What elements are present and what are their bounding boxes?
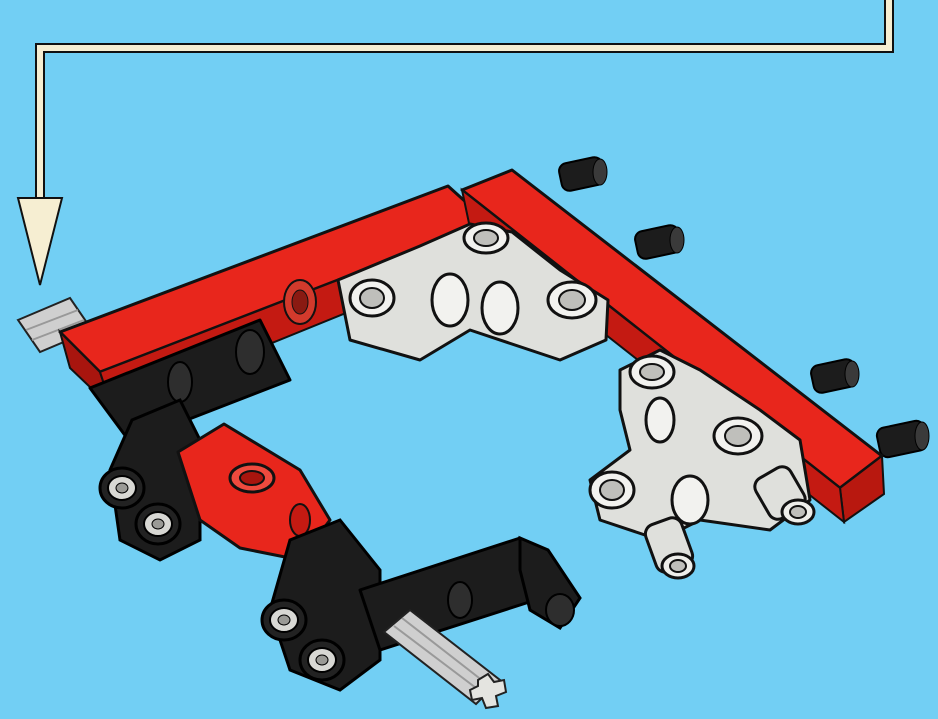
- pin-hole-icon: [482, 282, 518, 334]
- black-pin-end: [300, 640, 344, 680]
- black-pin-end: [136, 504, 180, 544]
- pin-hole-icon: [432, 274, 468, 326]
- black-pin: [810, 358, 859, 395]
- pin-hole-icon: [672, 476, 708, 524]
- black-pin: [558, 156, 607, 193]
- black-pin-end: [262, 600, 306, 640]
- pin-hole-icon: [236, 330, 264, 374]
- black-pin: [634, 224, 684, 261]
- arrow-head-icon: [18, 198, 62, 285]
- black-pin-end: [100, 468, 144, 508]
- pin-hole-icon: [646, 398, 674, 442]
- black-pin: [875, 419, 929, 458]
